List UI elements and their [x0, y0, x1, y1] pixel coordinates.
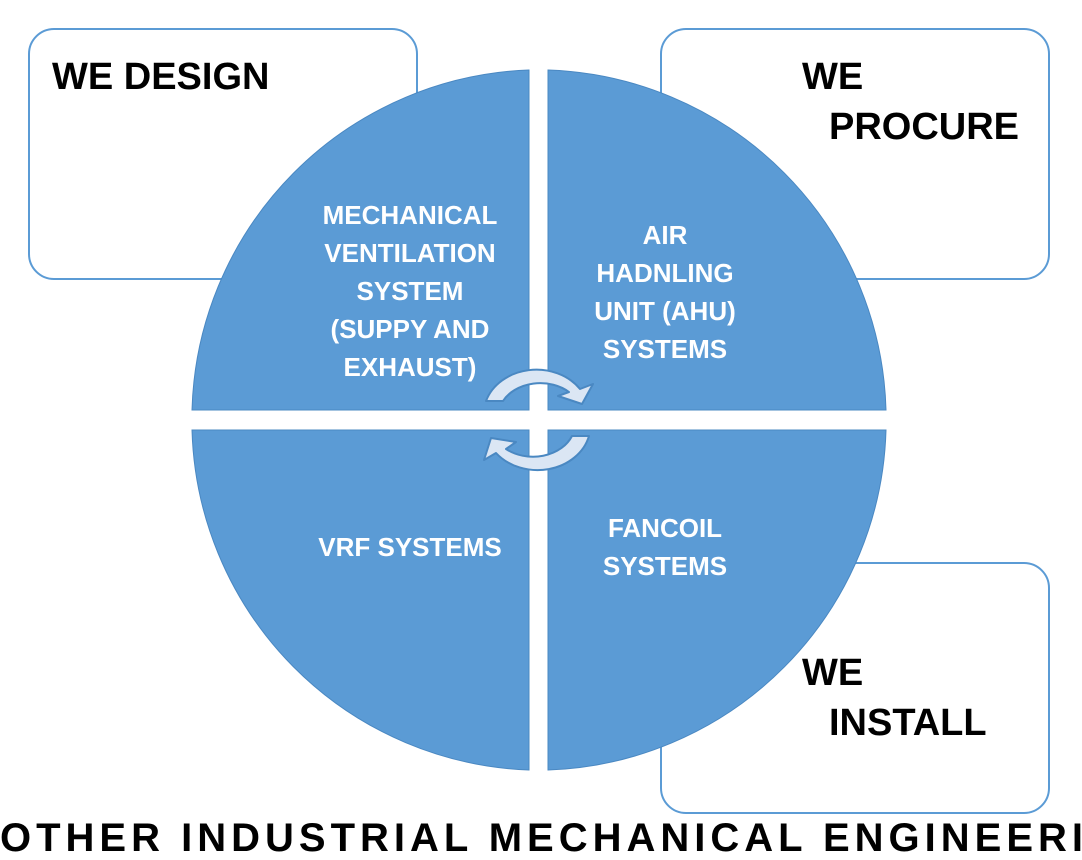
quadrant-top-right: [547, 69, 887, 411]
quadrant-label-line: EXHAUST): [343, 352, 477, 382]
quadrant-label-line: SYSTEM: [356, 276, 464, 306]
procure-title-line-1: WE: [802, 56, 864, 98]
quadrant-label-line: UNIT (AHU): [594, 296, 736, 326]
quadrant-label-line: AIR: [642, 220, 688, 250]
quadrant-label-line: MECHANICAL: [322, 200, 498, 230]
install-title-line-1: WE: [802, 652, 864, 694]
quadrant-label-mechanical-ventilation: MECHANICAL VENTILATION SYSTEM (SUPPY AND…: [290, 196, 530, 386]
quadrant-label-vrf: VRF SYSTEMS: [290, 528, 530, 566]
procure-title-line-2: PROCURE: [829, 106, 1020, 148]
quadrant-bottom-right: [547, 429, 887, 771]
quadrant-label-fancoil: FANCOIL SYSTEMS: [545, 509, 785, 585]
footer-caption: OTHER INDUSTRIAL MECHANICAL ENGINEERING …: [0, 816, 1082, 860]
quadrant-label-line: FANCOIL: [607, 513, 723, 543]
quadrant-label-line: (SUPPY AND: [330, 314, 490, 344]
cycle-arrow-bottom-icon: [483, 435, 590, 472]
install-title-line-2: INSTALL: [829, 702, 987, 744]
quadrant-label-line: SYSTEMS: [602, 334, 728, 364]
quadrant-label-line: HADNLING: [596, 258, 734, 288]
quadrant-bottom-left: [191, 429, 530, 771]
cycle-wheel: [191, 69, 887, 771]
quadrant-top-left: [191, 69, 530, 411]
quadrant-label-line: SYSTEMS: [602, 551, 728, 581]
quadrant-label-line: VRF SYSTEMS: [318, 532, 502, 562]
design-title: WE DESIGN: [52, 56, 270, 98]
quadrant-label-ahu: AIR HADNLING UNIT (AHU) SYSTEMS: [545, 216, 785, 368]
cycle-arrow-top-icon: [485, 368, 594, 405]
quadrant-label-line: VENTILATION: [324, 238, 496, 268]
